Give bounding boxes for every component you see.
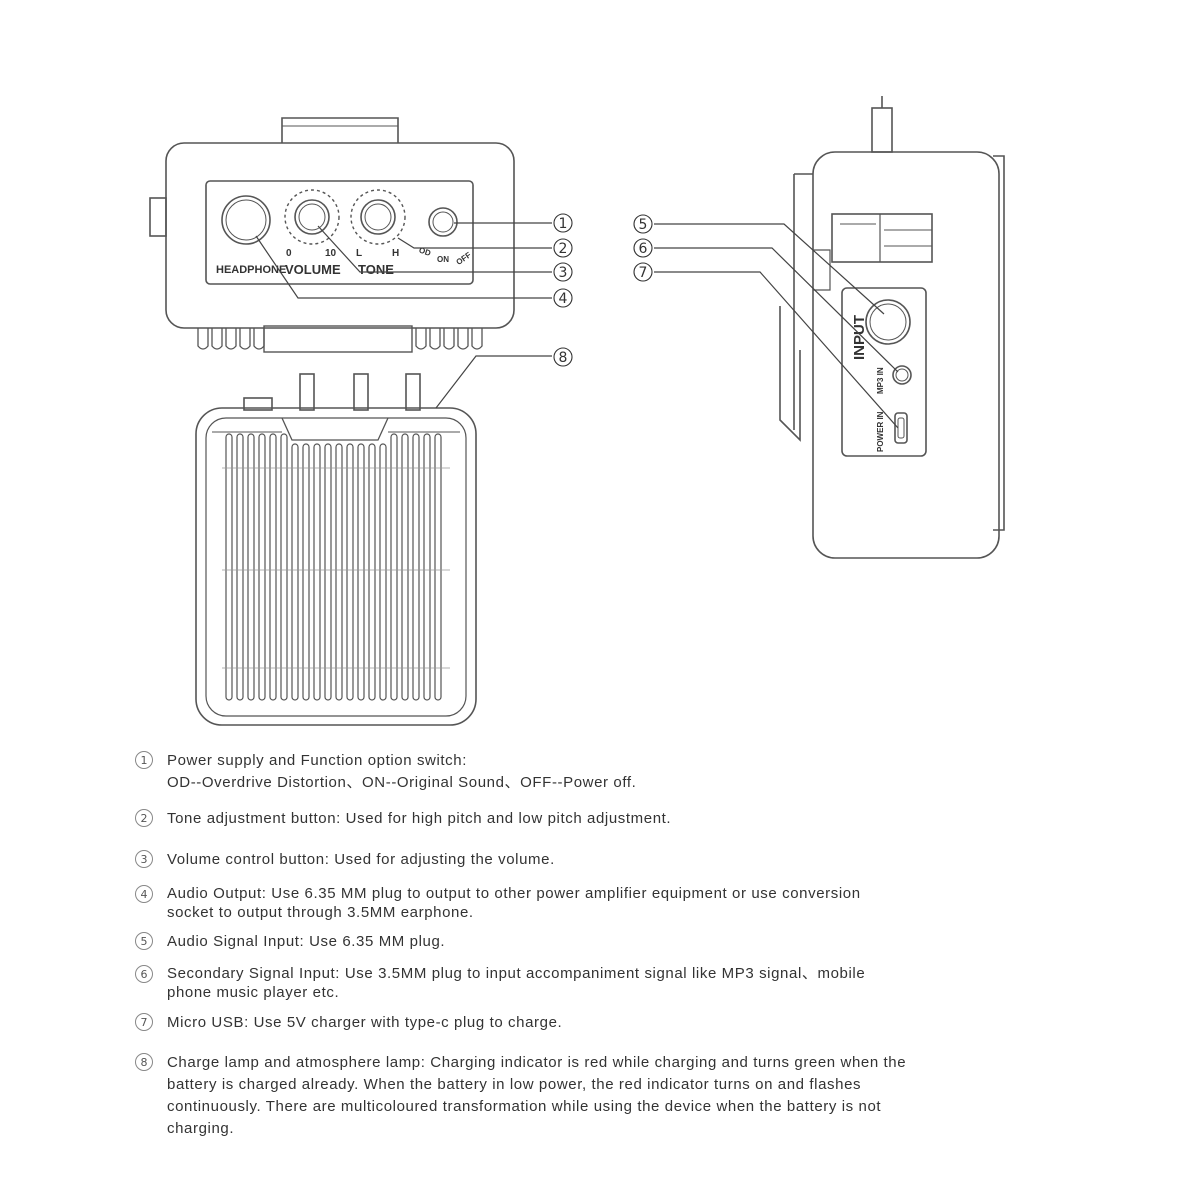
- headphone-label: HEADPHONE: [216, 264, 286, 276]
- legend-text-4b: socket to output through 3.5MM earphone.: [167, 904, 474, 921]
- headphone-jack-icon: [221, 195, 271, 245]
- legend-text-1a: Power supply and Function option switch:: [167, 752, 467, 769]
- legend-num-6: 6: [135, 965, 153, 983]
- callout-1: 1: [553, 213, 573, 233]
- switch-on-label: ON: [437, 255, 449, 264]
- top-view: 0 10 L H OD ON OFF HEADPHONE VOLUME TONE: [149, 117, 515, 353]
- volume-knob-icon: [294, 199, 330, 235]
- legend-text-4a: Audio Output: Use 6.35 MM plug to output…: [167, 885, 861, 902]
- function-switch-icon: [428, 207, 458, 237]
- legend-text-2a: Tone adjustment button: Used for high pi…: [167, 810, 672, 827]
- legend-num-7: 7: [135, 1013, 153, 1031]
- side-view: INPUT MP3 IN POWER IN: [779, 96, 1005, 559]
- legend-num-4: 4: [135, 885, 153, 903]
- legend-text-6b: phone music player etc.: [167, 984, 340, 1001]
- legend-text-5a: Audio Signal Input: Use 6.35 MM plug.: [167, 933, 446, 950]
- callout-4: 4: [553, 288, 573, 308]
- mp3-jack-icon: [892, 365, 912, 385]
- power-in-label: POWER IN: [876, 411, 885, 452]
- usb-port-icon: [894, 412, 908, 444]
- svg-text:2: 2: [559, 241, 568, 257]
- legend-text-3a: Volume control button: Used for adjustin…: [167, 851, 555, 868]
- svg-text:4: 4: [559, 291, 568, 307]
- legend-num-2: 2: [135, 809, 153, 827]
- volume-label: VOLUME: [285, 262, 341, 277]
- tone-label: TONE: [358, 262, 394, 277]
- legend-text-6a: Secondary Signal Input: Use 3.5MM plug t…: [167, 965, 866, 982]
- vol-max-label: 10: [325, 248, 337, 259]
- callout-2: 2: [553, 238, 573, 258]
- legend-text-7a: Micro USB: Use 5V charger with type-c pl…: [167, 1014, 563, 1031]
- svg-text:8: 8: [559, 350, 568, 366]
- callout-6: 6: [633, 238, 653, 258]
- legend-num-5: 5: [135, 932, 153, 950]
- legend-text-8b: battery is charged already. When the bat…: [167, 1076, 862, 1093]
- legend-num-1: 1: [135, 751, 153, 769]
- leader-lines: [255, 222, 899, 429]
- legend-text-8c: continuously. There are multicoloured tr…: [167, 1098, 882, 1115]
- product-diagram: 0 10 L H OD ON OFF HEADPHONE VOLUME TONE: [149, 96, 1005, 726]
- front-view: [195, 373, 477, 726]
- tone-knob-icon: [360, 199, 396, 235]
- legend-num-3: 3: [135, 850, 153, 868]
- svg-text:3: 3: [559, 265, 568, 281]
- input-jack-icon: [865, 299, 911, 345]
- mp3-in-label: MP3 IN: [876, 367, 885, 394]
- svg-text:1: 1: [559, 216, 568, 232]
- switch-off-label: OFF: [455, 250, 473, 267]
- legend-text-8d: charging.: [167, 1120, 235, 1137]
- switch-od-label: OD: [418, 246, 432, 258]
- callouts: 1 2 3 4 8 5 6 7: [553, 213, 653, 367]
- legend-text-1b: OD--Overdrive Distortion、ON--Original So…: [167, 774, 637, 791]
- tone-high-label: H: [392, 248, 399, 259]
- svg-text:7: 7: [639, 265, 648, 281]
- callout-8: 8: [553, 347, 573, 367]
- callout-3: 3: [553, 262, 573, 282]
- tone-low-label: L: [356, 248, 362, 259]
- legend-text-8a: Charge lamp and atmosphere lamp: Chargin…: [167, 1054, 907, 1071]
- callout-5: 5: [633, 214, 653, 234]
- svg-text:5: 5: [639, 217, 648, 233]
- vol-min-label: 0: [286, 248, 292, 259]
- input-label: INPUT: [851, 315, 868, 360]
- callout-7: 7: [633, 262, 653, 282]
- svg-text:6: 6: [639, 241, 648, 257]
- legend-num-8: 8: [135, 1053, 153, 1071]
